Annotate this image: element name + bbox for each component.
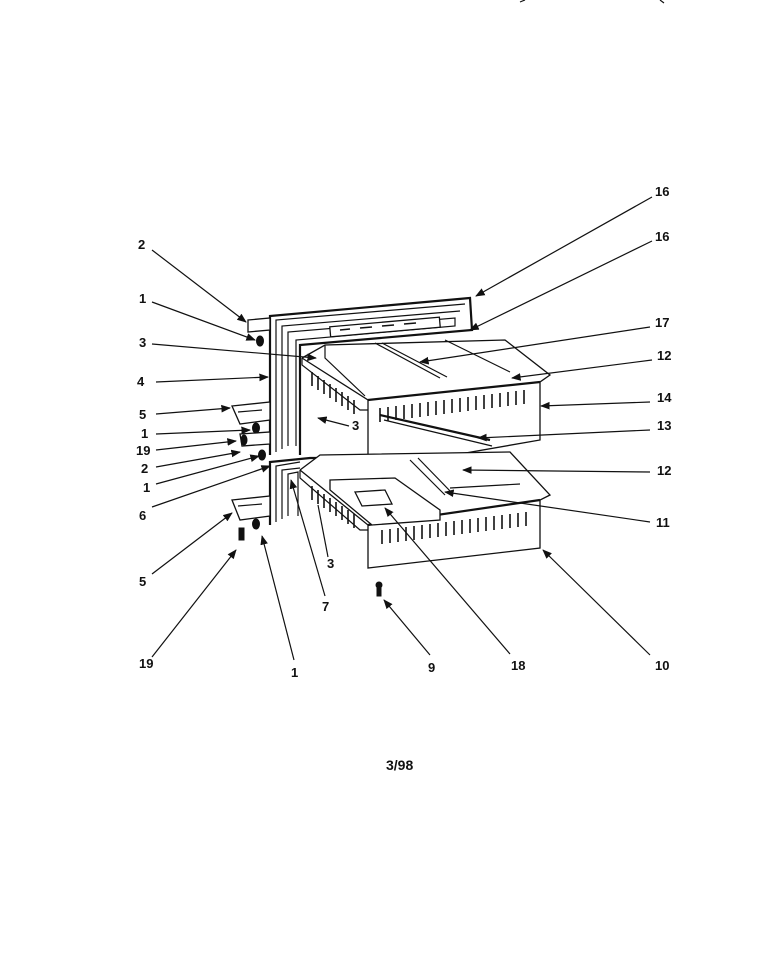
- screw-parts: [238, 335, 383, 597]
- callout-label: 16: [655, 229, 669, 244]
- callout-label: 1: [139, 291, 146, 306]
- callout-label: 3: [327, 556, 334, 571]
- upper-drawer: [301, 339, 552, 471]
- lower-drawer: [299, 451, 552, 569]
- callout-label: 4: [137, 374, 145, 389]
- callout-label: 7: [322, 599, 329, 614]
- callout-label: 2: [141, 461, 148, 476]
- callout-label: 16: [655, 184, 669, 199]
- callout-label: 9: [428, 660, 435, 675]
- callout-label: 1: [291, 665, 298, 680]
- door-frame-assembly: [231, 296, 510, 597]
- callout-label: 14: [657, 390, 672, 405]
- callout-label: 13: [657, 418, 671, 433]
- callout-label: 2: [138, 237, 145, 252]
- callout-label: 6: [139, 508, 146, 523]
- callout-label: 3: [139, 335, 146, 350]
- callout-label: 17: [655, 315, 669, 330]
- callout-label: 11: [656, 515, 670, 530]
- cropped-header-marks: [519, 0, 665, 4]
- bracket-upper: [231, 401, 271, 425]
- callout-label: 5: [139, 574, 146, 589]
- callout-label: 19: [136, 443, 150, 458]
- leader-lines: [151, 196, 653, 661]
- callout-label: 1: [143, 480, 150, 495]
- bracket-top: [247, 317, 271, 333]
- footer-date: 3/98: [386, 757, 413, 773]
- callout-label: 18: [511, 658, 525, 673]
- callout-label: 3: [352, 418, 359, 433]
- callout-label: 19: [139, 656, 153, 671]
- callout-labels: 16 16 17 12 14 13 12 11 10 18 9 7 3 19 1…: [136, 184, 672, 680]
- callout-label: 5: [139, 407, 146, 422]
- callout-label: 12: [657, 348, 671, 363]
- callout-label: 10: [655, 658, 669, 673]
- callout-label: 12: [657, 463, 671, 478]
- callout-label: 1: [141, 426, 148, 441]
- bracket-lower: [231, 495, 271, 521]
